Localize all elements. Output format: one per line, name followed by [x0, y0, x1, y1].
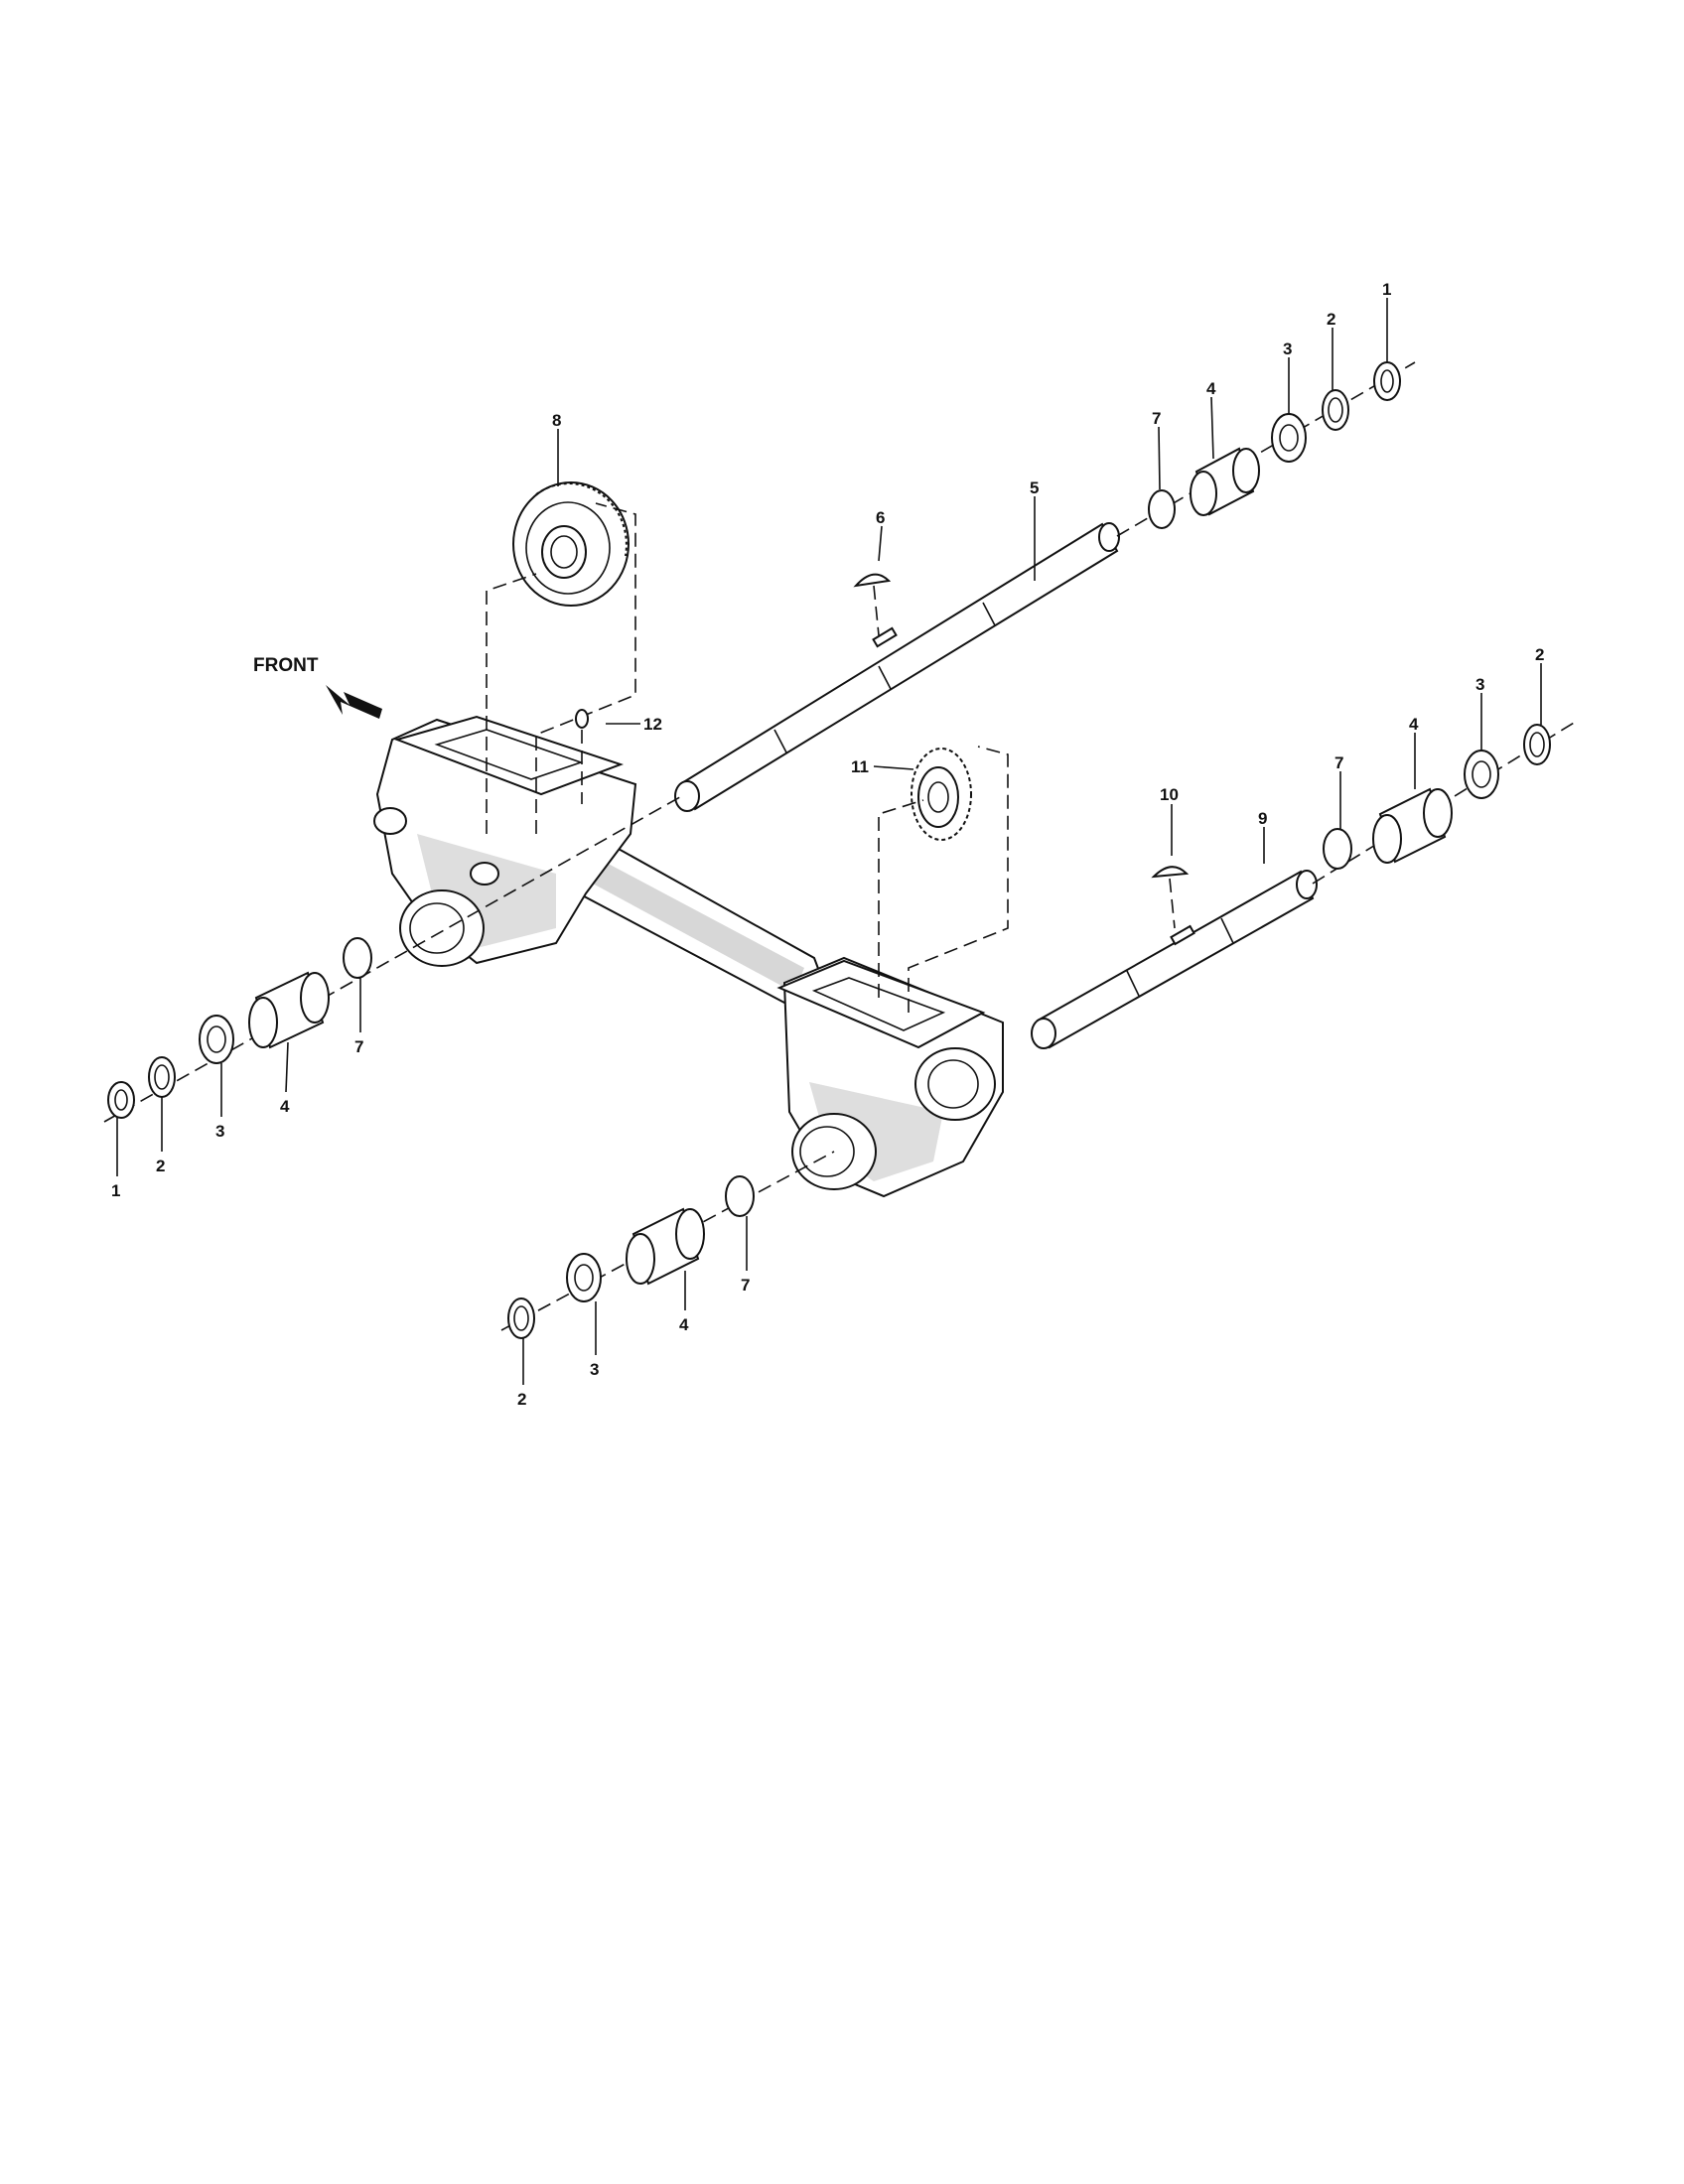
upper-shaft [674, 522, 1120, 812]
ring-2-lower-right [1523, 724, 1551, 765]
washer-3-upper [1271, 413, 1307, 463]
axle-housing [373, 715, 1004, 1198]
callout-6: 6 [876, 508, 885, 527]
callout-3-lower-right: 3 [1475, 675, 1484, 694]
callout-4-lower-left: 4 [679, 1315, 689, 1334]
key-6 [853, 573, 892, 588]
callout-2-upper: 2 [1327, 310, 1335, 329]
callout-11: 11 [851, 757, 869, 776]
right-gearbox-flange [776, 959, 986, 1049]
ring-2-lower-left [507, 1297, 535, 1339]
callout-10: 10 [1160, 785, 1179, 804]
lower-shaft [1031, 870, 1318, 1049]
gear-8 [512, 481, 630, 607]
spacer-7-lower [1323, 828, 1352, 870]
callout-3-left: 3 [215, 1122, 224, 1141]
gear-11-guide-left [878, 799, 924, 998]
left-stack [107, 937, 372, 1119]
callout-3-lower-left: 3 [590, 1360, 599, 1379]
lower-right-stack [1323, 724, 1551, 870]
front-label: FRONT [253, 655, 319, 676]
upper-axis-right [1116, 361, 1416, 537]
callout-7-lower-left: 7 [741, 1276, 750, 1295]
right-bearing-boss-upper [914, 1047, 996, 1121]
callout-4-lower-right: 4 [1409, 715, 1419, 734]
ring-2-left [148, 1056, 176, 1098]
callout-7-upper: 7 [1152, 409, 1161, 428]
callout-8: 8 [552, 411, 561, 430]
washer-3-lower-left [566, 1253, 602, 1302]
upper-axis-left [103, 793, 686, 1123]
callout-7-left: 7 [354, 1037, 363, 1056]
callout-5: 5 [1030, 478, 1039, 497]
clip-1-left [107, 1081, 135, 1119]
callout-7-lower-right: 7 [1334, 753, 1343, 772]
ring-2-upper [1322, 389, 1349, 431]
gear-11 [911, 748, 972, 841]
leader-lines [116, 298, 1542, 1385]
gear-8-guide-left [486, 573, 537, 834]
left-bearing-boss [399, 889, 485, 967]
callout-2-lower-left: 2 [517, 1390, 526, 1409]
callout-12: 12 [643, 715, 662, 734]
bolt-12 [575, 709, 589, 804]
callout-3-upper: 3 [1283, 340, 1292, 358]
callout-4-left: 4 [280, 1097, 290, 1116]
callout-1-upper: 1 [1382, 280, 1391, 299]
gear-11-guide-right [908, 746, 1009, 1013]
callout-4-upper: 4 [1206, 379, 1216, 398]
front-indicator: FRONT [253, 655, 382, 719]
lower-left-stack [507, 1175, 755, 1339]
front-arrow-icon [326, 685, 382, 719]
washer-3-left [199, 1015, 234, 1064]
clip-1-upper [1373, 361, 1401, 401]
callout-1-left: 1 [111, 1181, 120, 1200]
left-gearbox-flange [393, 715, 625, 796]
gear-8-guide-right [535, 502, 636, 834]
callout-9: 9 [1258, 809, 1267, 828]
spacer-7-upper [1148, 489, 1176, 529]
key-10 [1151, 866, 1190, 879]
spacer-7-lower-left [725, 1175, 755, 1217]
spacer-7-left [343, 937, 372, 979]
upper-right-stack [1148, 361, 1401, 529]
callout-2-lower-right: 2 [1535, 645, 1544, 664]
callout-2-left: 2 [156, 1157, 165, 1175]
callout-labels: 1 2 3 4 7 5 6 8 12 11 10 9 7 4 3 2 1 2 3… [111, 280, 1544, 1409]
washer-3-lower-right [1464, 750, 1499, 799]
